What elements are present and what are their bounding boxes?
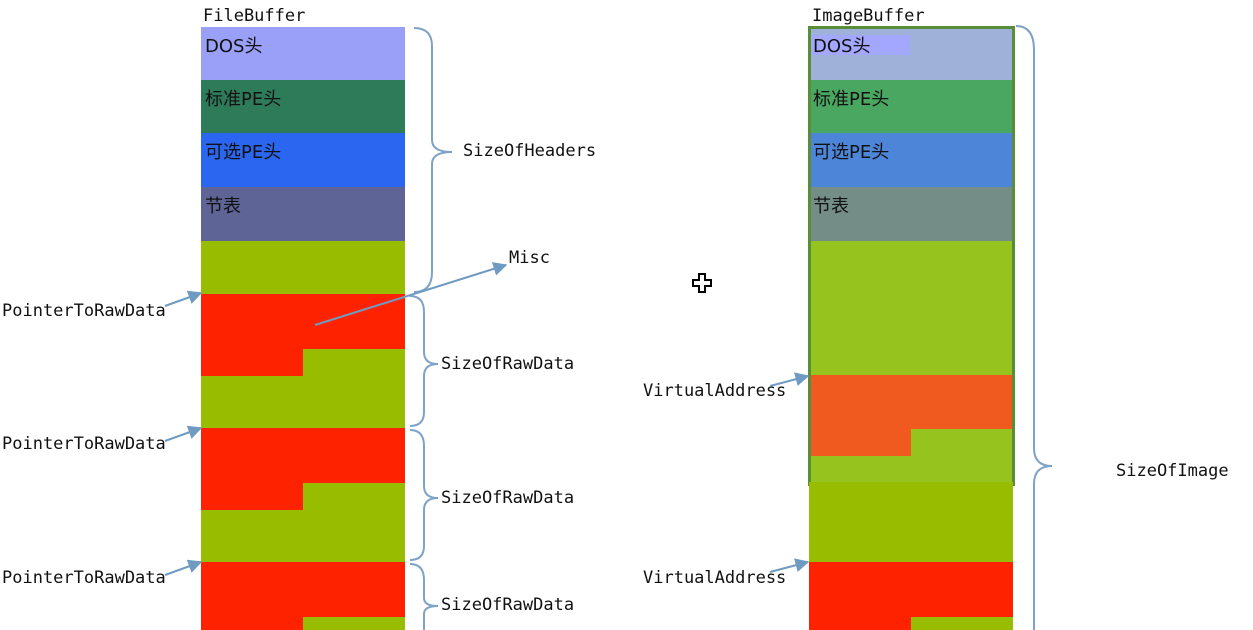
file-dos-header-block: DOS头 [201, 27, 405, 80]
virtual-address-label-1: VirtualAddress [643, 381, 787, 401]
image-opt-pe-header-label: 可选PE头 [813, 142, 890, 163]
pointer-arrow-3 [164, 559, 203, 576]
image-section-2-padding-top [809, 482, 1013, 562]
image-section-1-padding [911, 429, 1013, 456]
virtual-address-arrow-1 [769, 372, 810, 387]
size-of-raw-data-label-2: SizeOfRawData [441, 488, 575, 508]
file-section-3-padding [303, 617, 405, 630]
size-of-headers-label: SizeOfHeaders [463, 141, 597, 161]
size-of-raw-data-label-1: SizeOfRawData [441, 354, 575, 374]
image-section-2-data [809, 562, 1013, 617]
pointer-to-raw-data-label-3: PointerToRawData [2, 568, 166, 588]
image-dos-header-label: DOS头 [813, 36, 871, 57]
file-section-3-data-tail [201, 617, 303, 630]
image-header-padding-block [809, 241, 1013, 375]
size-of-headers-brace [413, 27, 453, 293]
file-section-1-data [201, 294, 405, 349]
file-section-table-label: 节表 [205, 196, 241, 217]
file-opt-pe-header-block: 可选PE头 [201, 133, 405, 187]
size-of-raw-data-brace-3 [409, 563, 439, 630]
file-section-1-data-tail [201, 349, 303, 376]
file-section-1-padding-bottom [201, 376, 405, 428]
filebuffer-title: FileBuffer [203, 6, 306, 26]
file-dos-header-label: DOS头 [205, 36, 263, 57]
image-section-table-label: 节表 [813, 196, 849, 217]
size-of-image-brace [1015, 25, 1053, 630]
pointer-arrow-1 [164, 290, 203, 307]
image-dos-header-highlight [812, 35, 910, 55]
image-std-pe-header-label: 标准PE头 [813, 89, 890, 110]
file-section-2-data [201, 428, 405, 483]
image-section-table-block: 节表 [809, 187, 1013, 241]
file-section-2-padding [303, 483, 405, 510]
file-section-3-data [201, 562, 405, 617]
size-of-raw-data-brace-2 [409, 429, 439, 561]
file-section-2-data-tail [201, 483, 303, 510]
move-cursor-icon [692, 273, 712, 293]
pointer-arrow-2 [164, 425, 203, 442]
image-std-pe-header-block: 标准PE头 [809, 80, 1013, 133]
image-section-1-data [809, 375, 1013, 429]
size-of-raw-data-brace-1 [409, 295, 439, 427]
file-opt-pe-header-label: 可选PE头 [205, 142, 282, 163]
image-section-1-data-tail [809, 429, 911, 456]
image-section-2-padding [911, 617, 1013, 630]
file-header-padding-block [201, 241, 405, 294]
pointer-to-raw-data-label-2: PointerToRawData [2, 434, 166, 454]
image-section-2-data-tail [809, 617, 911, 630]
image-opt-pe-header-block: 可选PE头 [809, 133, 1013, 187]
image-section-1-padding-bottom [809, 456, 1013, 482]
file-std-pe-header-block: 标准PE头 [201, 80, 405, 133]
file-section-2-padding-bottom [201, 510, 405, 562]
misc-arrow [314, 262, 508, 326]
file-section-table-block: 节表 [201, 187, 405, 241]
size-of-raw-data-label-3: SizeOfRawData [441, 595, 575, 615]
virtual-address-label-2: VirtualAddress [643, 568, 787, 588]
virtual-address-arrow-2 [769, 558, 810, 573]
pointer-to-raw-data-label-1: PointerToRawData [2, 301, 166, 321]
imagebuffer-title: ImageBuffer [812, 6, 925, 26]
image-dos-header-block: DOS头 [809, 27, 1013, 80]
misc-label: Misc [509, 248, 550, 268]
size-of-image-label: SizeOfImage [1116, 461, 1229, 481]
file-std-pe-header-label: 标准PE头 [205, 89, 282, 110]
file-section-1-padding [303, 349, 405, 376]
